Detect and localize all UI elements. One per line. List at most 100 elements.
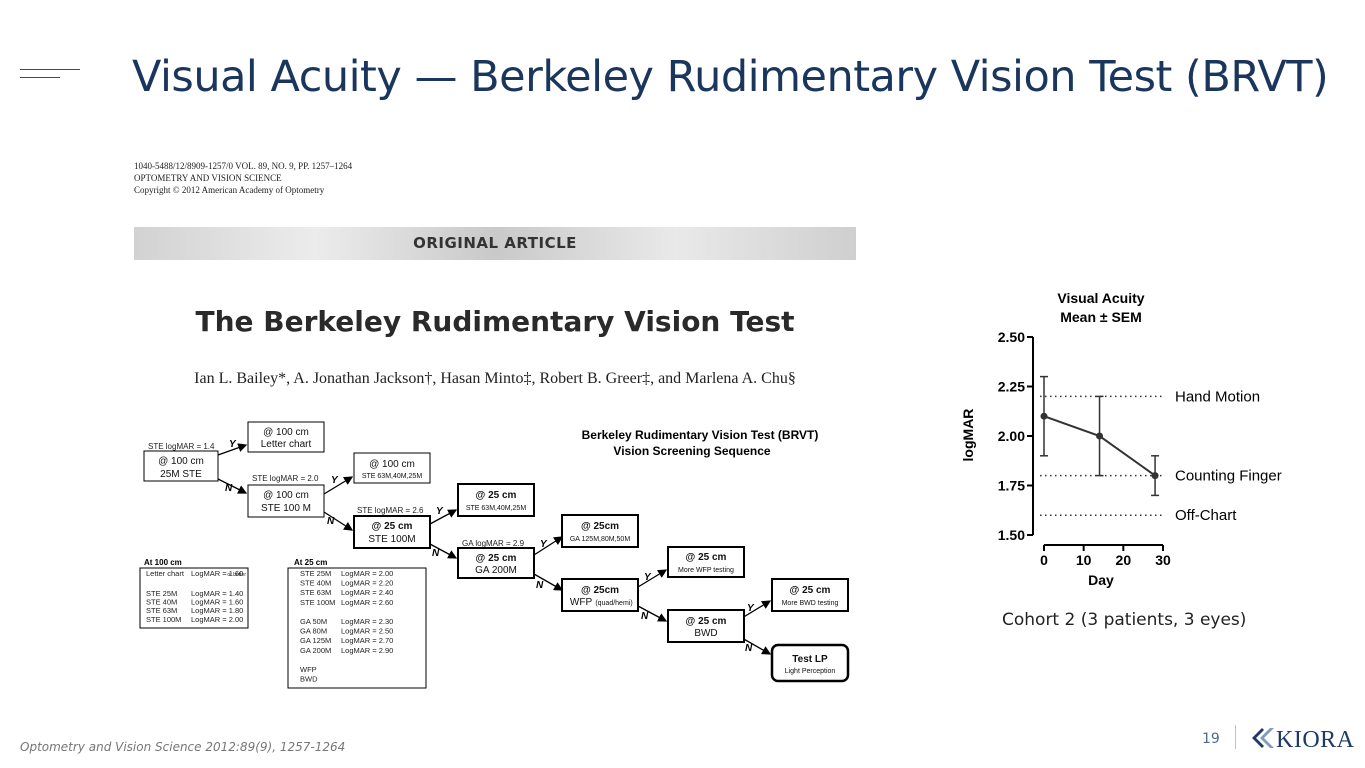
table-cell: WFP bbox=[300, 665, 317, 674]
table-cell: LogMAR = 2.60 bbox=[341, 598, 393, 607]
y-tick-label: 2.00 bbox=[998, 428, 1025, 444]
reference-line-label: Counting Finger bbox=[1175, 468, 1282, 485]
flow-box-line: @ 100 cm bbox=[158, 456, 204, 467]
flow-box-line: GA 125M,80M,50M bbox=[570, 536, 630, 543]
table-cell: LogMAR = 1.60 bbox=[191, 598, 243, 607]
x-tick-label: 0 bbox=[1040, 552, 1048, 568]
flowchart-subtitle: Vision Screening Sequence bbox=[613, 444, 770, 458]
kiora-logo-icon bbox=[1252, 728, 1274, 748]
table-cell: LogMAR = 2.30 bbox=[341, 617, 393, 626]
y-tick-label: 2.50 bbox=[998, 329, 1025, 345]
flow-arrow bbox=[741, 637, 772, 655]
yes-label: Y bbox=[747, 603, 755, 614]
flow-box bbox=[247, 484, 325, 518]
flow-box-line: @ 25cm bbox=[581, 521, 619, 532]
title-accent-line bbox=[20, 69, 80, 70]
flow-arrow bbox=[217, 443, 248, 456]
y-axis-label: logMAR bbox=[960, 409, 976, 462]
table-cell: STE 63M bbox=[300, 588, 331, 597]
flow-box-line: STE 63M,40M,25M bbox=[466, 505, 526, 512]
flow-box-line: @ 100 cm bbox=[263, 490, 309, 501]
flow-box-line: STE 100M bbox=[368, 534, 415, 545]
table-cell: LogMAR = 2.50 bbox=[341, 627, 393, 636]
flow-box bbox=[457, 547, 535, 579]
data-point bbox=[1040, 412, 1048, 420]
flow-arrow bbox=[533, 573, 564, 591]
no-label: N bbox=[432, 548, 440, 559]
flow-box-line: More BWD testing bbox=[782, 600, 839, 607]
flow-box-line: WFP bbox=[570, 597, 593, 608]
x-tick-label: 20 bbox=[1116, 552, 1132, 568]
flow-box bbox=[143, 450, 219, 482]
kiora-logo-text: KIORA bbox=[1276, 727, 1355, 753]
table-heading: At 100 cm bbox=[144, 558, 182, 567]
flow-box bbox=[667, 609, 745, 643]
table-cell: STE 25M bbox=[300, 569, 331, 578]
no-label: N bbox=[536, 580, 544, 591]
flow-box bbox=[457, 483, 535, 517]
paper-title: The Berkeley Rudimentary Vision Test bbox=[195, 305, 795, 338]
no-label: N bbox=[641, 611, 649, 622]
flow-arrow bbox=[741, 600, 772, 619]
table-cell: GA 50M bbox=[300, 617, 327, 626]
x-axis-label: Day bbox=[1088, 572, 1114, 588]
flow-arrow bbox=[637, 605, 668, 622]
threshold-label: GA logMAR = 2.9 bbox=[462, 539, 525, 548]
flow-box bbox=[771, 578, 849, 612]
y-tick-label: 2.25 bbox=[998, 379, 1025, 395]
article-banner: ORIGINAL ARTICLE bbox=[134, 227, 856, 260]
flow-box-line: @ 25 cm bbox=[476, 490, 517, 501]
x-tick-label: 10 bbox=[1076, 552, 1092, 568]
flow-box bbox=[561, 514, 639, 548]
journal-citation-line: Copyright © 2012 American Academy of Opt… bbox=[134, 185, 325, 195]
data-point bbox=[1096, 432, 1104, 440]
table-cell: Letter chart bbox=[146, 569, 185, 578]
flow-box-line: STE 63M,40M,25M bbox=[362, 473, 422, 480]
slide-title: Visual Acuity — Berkeley Rudimentary Vis… bbox=[132, 52, 1329, 102]
flow-box bbox=[247, 421, 325, 453]
no-label: N bbox=[745, 643, 753, 654]
yes-label: Y bbox=[644, 572, 652, 583]
flow-box-line: More WFP testing bbox=[678, 567, 734, 574]
table-cell: LogMAR = 2.70 bbox=[341, 636, 393, 645]
flow-box-line: Letter chart bbox=[261, 439, 312, 450]
flow-arrow bbox=[429, 543, 458, 559]
flow-arrow bbox=[323, 511, 354, 531]
footer-divider bbox=[1235, 725, 1236, 749]
table-cell: LogMAR = 1.60 bbox=[191, 569, 243, 578]
flow-box-line: @ 100 cm bbox=[369, 459, 415, 470]
flow-box-line: @ 25 cm bbox=[686, 552, 727, 563]
flow-box-line: STE 100 M bbox=[261, 503, 311, 514]
flow-box bbox=[353, 515, 431, 549]
flow-box bbox=[353, 452, 431, 484]
flowchart-title: Berkeley Rudimentary Vision Test (BRVT) bbox=[582, 428, 819, 442]
flow-box-line: (quad/hemi) bbox=[595, 600, 632, 607]
table-cell: GA 125M bbox=[300, 636, 331, 645]
flow-arrow bbox=[217, 478, 248, 494]
journal-citation-line: OPTOMETRY AND VISION SCIENCE bbox=[134, 173, 282, 183]
flow-box-line: @ 25cm bbox=[581, 585, 619, 596]
footer-citation: Optometry and Vision Science 2012:89(9),… bbox=[20, 740, 346, 754]
flow-arrow bbox=[637, 569, 668, 588]
no-label: N bbox=[327, 516, 335, 527]
reference-line-label: Hand Motion bbox=[1175, 388, 1260, 405]
table-cell: STE 100M bbox=[146, 615, 181, 624]
y-tick-label: 1.50 bbox=[998, 527, 1025, 543]
table-cell: LogMAR = 1.40 bbox=[191, 589, 243, 598]
table-heading: At 25 cm bbox=[294, 558, 327, 567]
table-cell: STE 100M bbox=[300, 598, 335, 607]
threshold-label: STE logMAR = 1.4 bbox=[148, 442, 215, 451]
flow-box-line: Test LP bbox=[792, 654, 828, 665]
table-cell: LogMAR = 2.40 bbox=[341, 588, 393, 597]
table-cell: GA 200M bbox=[300, 646, 331, 655]
flow-arrow bbox=[429, 509, 458, 525]
yes-label: Y bbox=[229, 439, 237, 450]
table-cell: STE 63M bbox=[146, 606, 177, 615]
article-banner-label: ORIGINAL ARTICLE bbox=[413, 234, 577, 252]
chart-title: Visual Acuity bbox=[1057, 290, 1144, 306]
flow-box-line: BWD bbox=[694, 628, 717, 639]
journal-citation-line: 1040-5488/12/8909-1257/0 VOL. 89, NO. 9,… bbox=[134, 161, 353, 171]
flow-box-line: @ 25 cm bbox=[686, 616, 727, 627]
